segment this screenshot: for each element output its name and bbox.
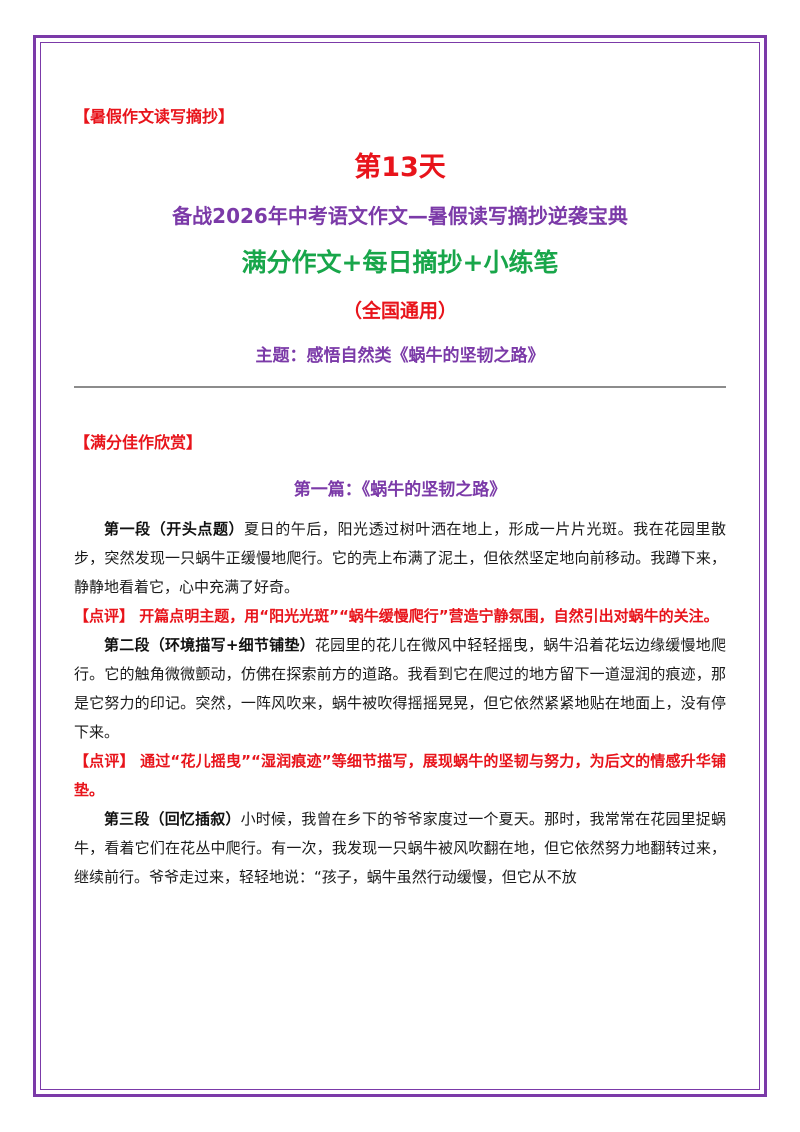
comment-1: 【点评】 开篇点明主题，用“阳光光斑”“蜗牛缓慢爬行”营造宁静氛围，自然引出对蜗… (74, 607, 719, 625)
paragraph-2: 第二段（环境描写+细节铺垫）花园里的花儿在微风中轻轻摇曳，蜗牛沿着花坛边缘缓慢地… (74, 631, 726, 747)
paragraph-lead: 第二段（环境描写+细节铺垫） (104, 636, 315, 654)
top-tag: 【暑假作文读写摘抄】 (74, 107, 235, 126)
paragraph-lead: 第一段（开头点题） (104, 520, 245, 538)
paragraph-text: 夏日的午后，阳光透过树叶洒在地上，形成一片片光斑。我在花园里散步，突然发现一只蜗… (74, 520, 726, 596)
paragraph-text: 花园里的花儿在微风中轻轻摇曳，蜗牛沿着花坛边缘缓慢地爬行。它的触角微微颤动，仿佛… (74, 636, 726, 741)
comment-2: 【点评】 通过“花儿摇曳”“湿润痕迹”等细节描写，展现蜗牛的坚韧与努力，为后文的… (74, 752, 726, 799)
page-frame-outer (33, 35, 767, 1097)
paragraph-text: 小时候，我曾在乡下的爷爷家度过一个夏天。那时，我常常在花园里捉蜗牛，看着它们在花… (74, 810, 726, 886)
scope-label: （全国通用） (342, 300, 457, 322)
document-body: 【暑假作文读写摘抄】 第13天 备战2026年中考语文作文—暑假读写摘抄逆袭宝典… (74, 100, 726, 892)
green-title: 满分作文+每日摘抄+小练笔 (241, 248, 559, 277)
theme-title: 主题：感悟自然类《蜗牛的坚韧之路》 (255, 346, 545, 366)
divider (74, 386, 726, 388)
paragraph-1: 第一段（开头点题）夏日的午后，阳光透过树叶洒在地上，形成一片片光斑。我在花园里散… (74, 515, 726, 602)
sub-title: 备战2026年中考语文作文—暑假读写摘抄逆袭宝典 (172, 204, 628, 228)
paragraph-lead: 第三段（回忆插叙） (104, 810, 241, 828)
paragraph-3: 第三段（回忆插叙）小时候，我曾在乡下的爷爷家度过一个夏天。那时，我常常在花园里捉… (74, 805, 726, 892)
day-title: 第13天 (354, 152, 446, 183)
article-title: 第一篇：《蜗牛的坚韧之路》 (293, 480, 507, 500)
section-tag: 【满分佳作欣赏】 (74, 433, 203, 452)
page-frame-inner (40, 42, 760, 1090)
